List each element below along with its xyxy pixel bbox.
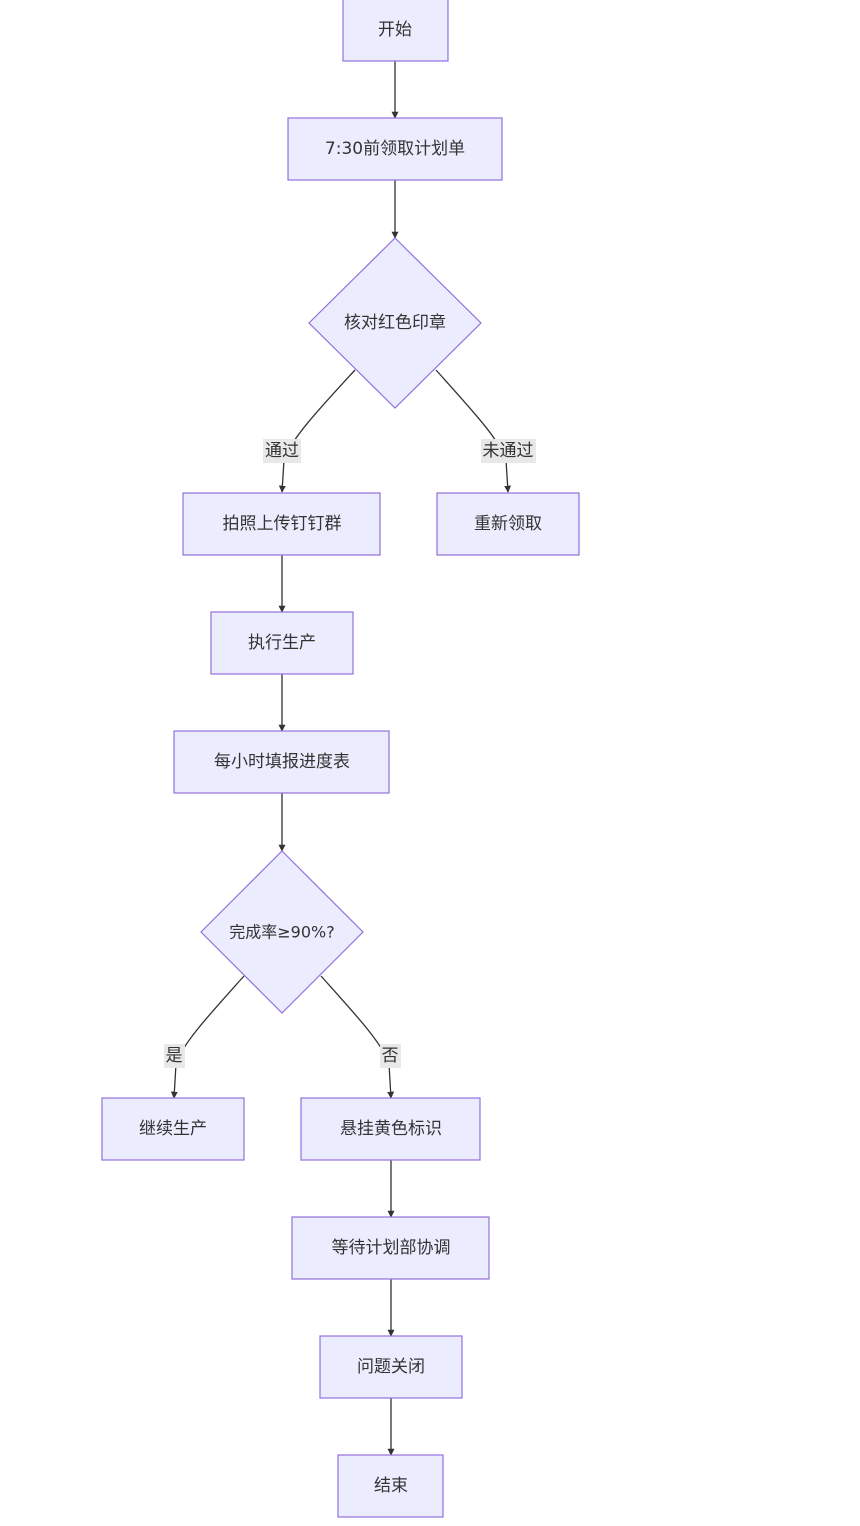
node-wait-coord-label: 等待计划部协调 <box>332 1238 451 1258</box>
node-execute[interactable]: 执行生产 <box>210 611 354 675</box>
node-continue[interactable]: 继续生产 <box>101 1097 245 1161</box>
node-upload-photo-label: 拍照上传钉钉群 <box>223 514 342 534</box>
node-start-label: 开始 <box>378 20 412 40</box>
node-get-plan-label: 7:30前领取计划单 <box>325 139 465 159</box>
node-rate-check[interactable]: 完成率≥90%? <box>200 850 364 1014</box>
edge-label-fail: 未通过 <box>481 439 536 463</box>
node-hourly-report-label: 每小时填报进度表 <box>214 752 350 772</box>
edge-labels: 通过 未通过 是 否 <box>164 439 536 1068</box>
edge-label-yes-text: 是 <box>166 1046 183 1066</box>
node-end-label: 结束 <box>374 1476 408 1496</box>
node-execute-label: 执行生产 <box>248 633 316 653</box>
edge-label-yes: 是 <box>164 1044 185 1068</box>
edge-label-pass: 通过 <box>263 439 301 463</box>
node-issue-closed[interactable]: 问题关闭 <box>319 1335 463 1399</box>
node-re-collect-label: 重新领取 <box>474 514 542 534</box>
node-wait-coord[interactable]: 等待计划部协调 <box>291 1216 490 1280</box>
edge-label-no: 否 <box>380 1044 401 1068</box>
node-check-seal[interactable]: 核对红色印章 <box>308 237 482 409</box>
edge-rate-check-to-yellow-flag <box>320 975 395 1099</box>
node-get-plan[interactable]: 7:30前领取计划单 <box>287 117 503 181</box>
node-end[interactable]: 结束 <box>337 1454 444 1518</box>
node-start[interactable]: 开始 <box>342 0 449 62</box>
node-upload-photo[interactable]: 拍照上传钉钉群 <box>182 492 381 556</box>
node-rate-check-label: 完成率≥90%? <box>229 923 334 942</box>
node-yellow-flag-label: 悬挂黄色标识 <box>340 1119 442 1139</box>
node-check-seal-label: 核对红色印章 <box>344 313 446 333</box>
node-re-collect[interactable]: 重新领取 <box>436 492 580 556</box>
node-hourly-report[interactable]: 每小时填报进度表 <box>173 730 390 794</box>
edge-label-no-text: 否 <box>382 1046 399 1066</box>
edge-rate-check-to-continue <box>170 975 245 1099</box>
edge-check-seal-to-upload-photo <box>278 369 356 493</box>
edge-label-fail-text: 未通过 <box>483 441 534 461</box>
node-yellow-flag[interactable]: 悬挂黄色标识 <box>300 1097 481 1161</box>
node-issue-closed-label: 问题关闭 <box>357 1357 425 1377</box>
edge-label-pass-text: 通过 <box>265 441 299 461</box>
node-continue-label: 继续生产 <box>139 1119 207 1139</box>
nodes: 开始 7:30前领取计划单 核对红色印章 拍照上传钉钉群 重新领取 执行生产 <box>101 0 580 1518</box>
edge-check-seal-to-re-collect <box>435 369 512 493</box>
